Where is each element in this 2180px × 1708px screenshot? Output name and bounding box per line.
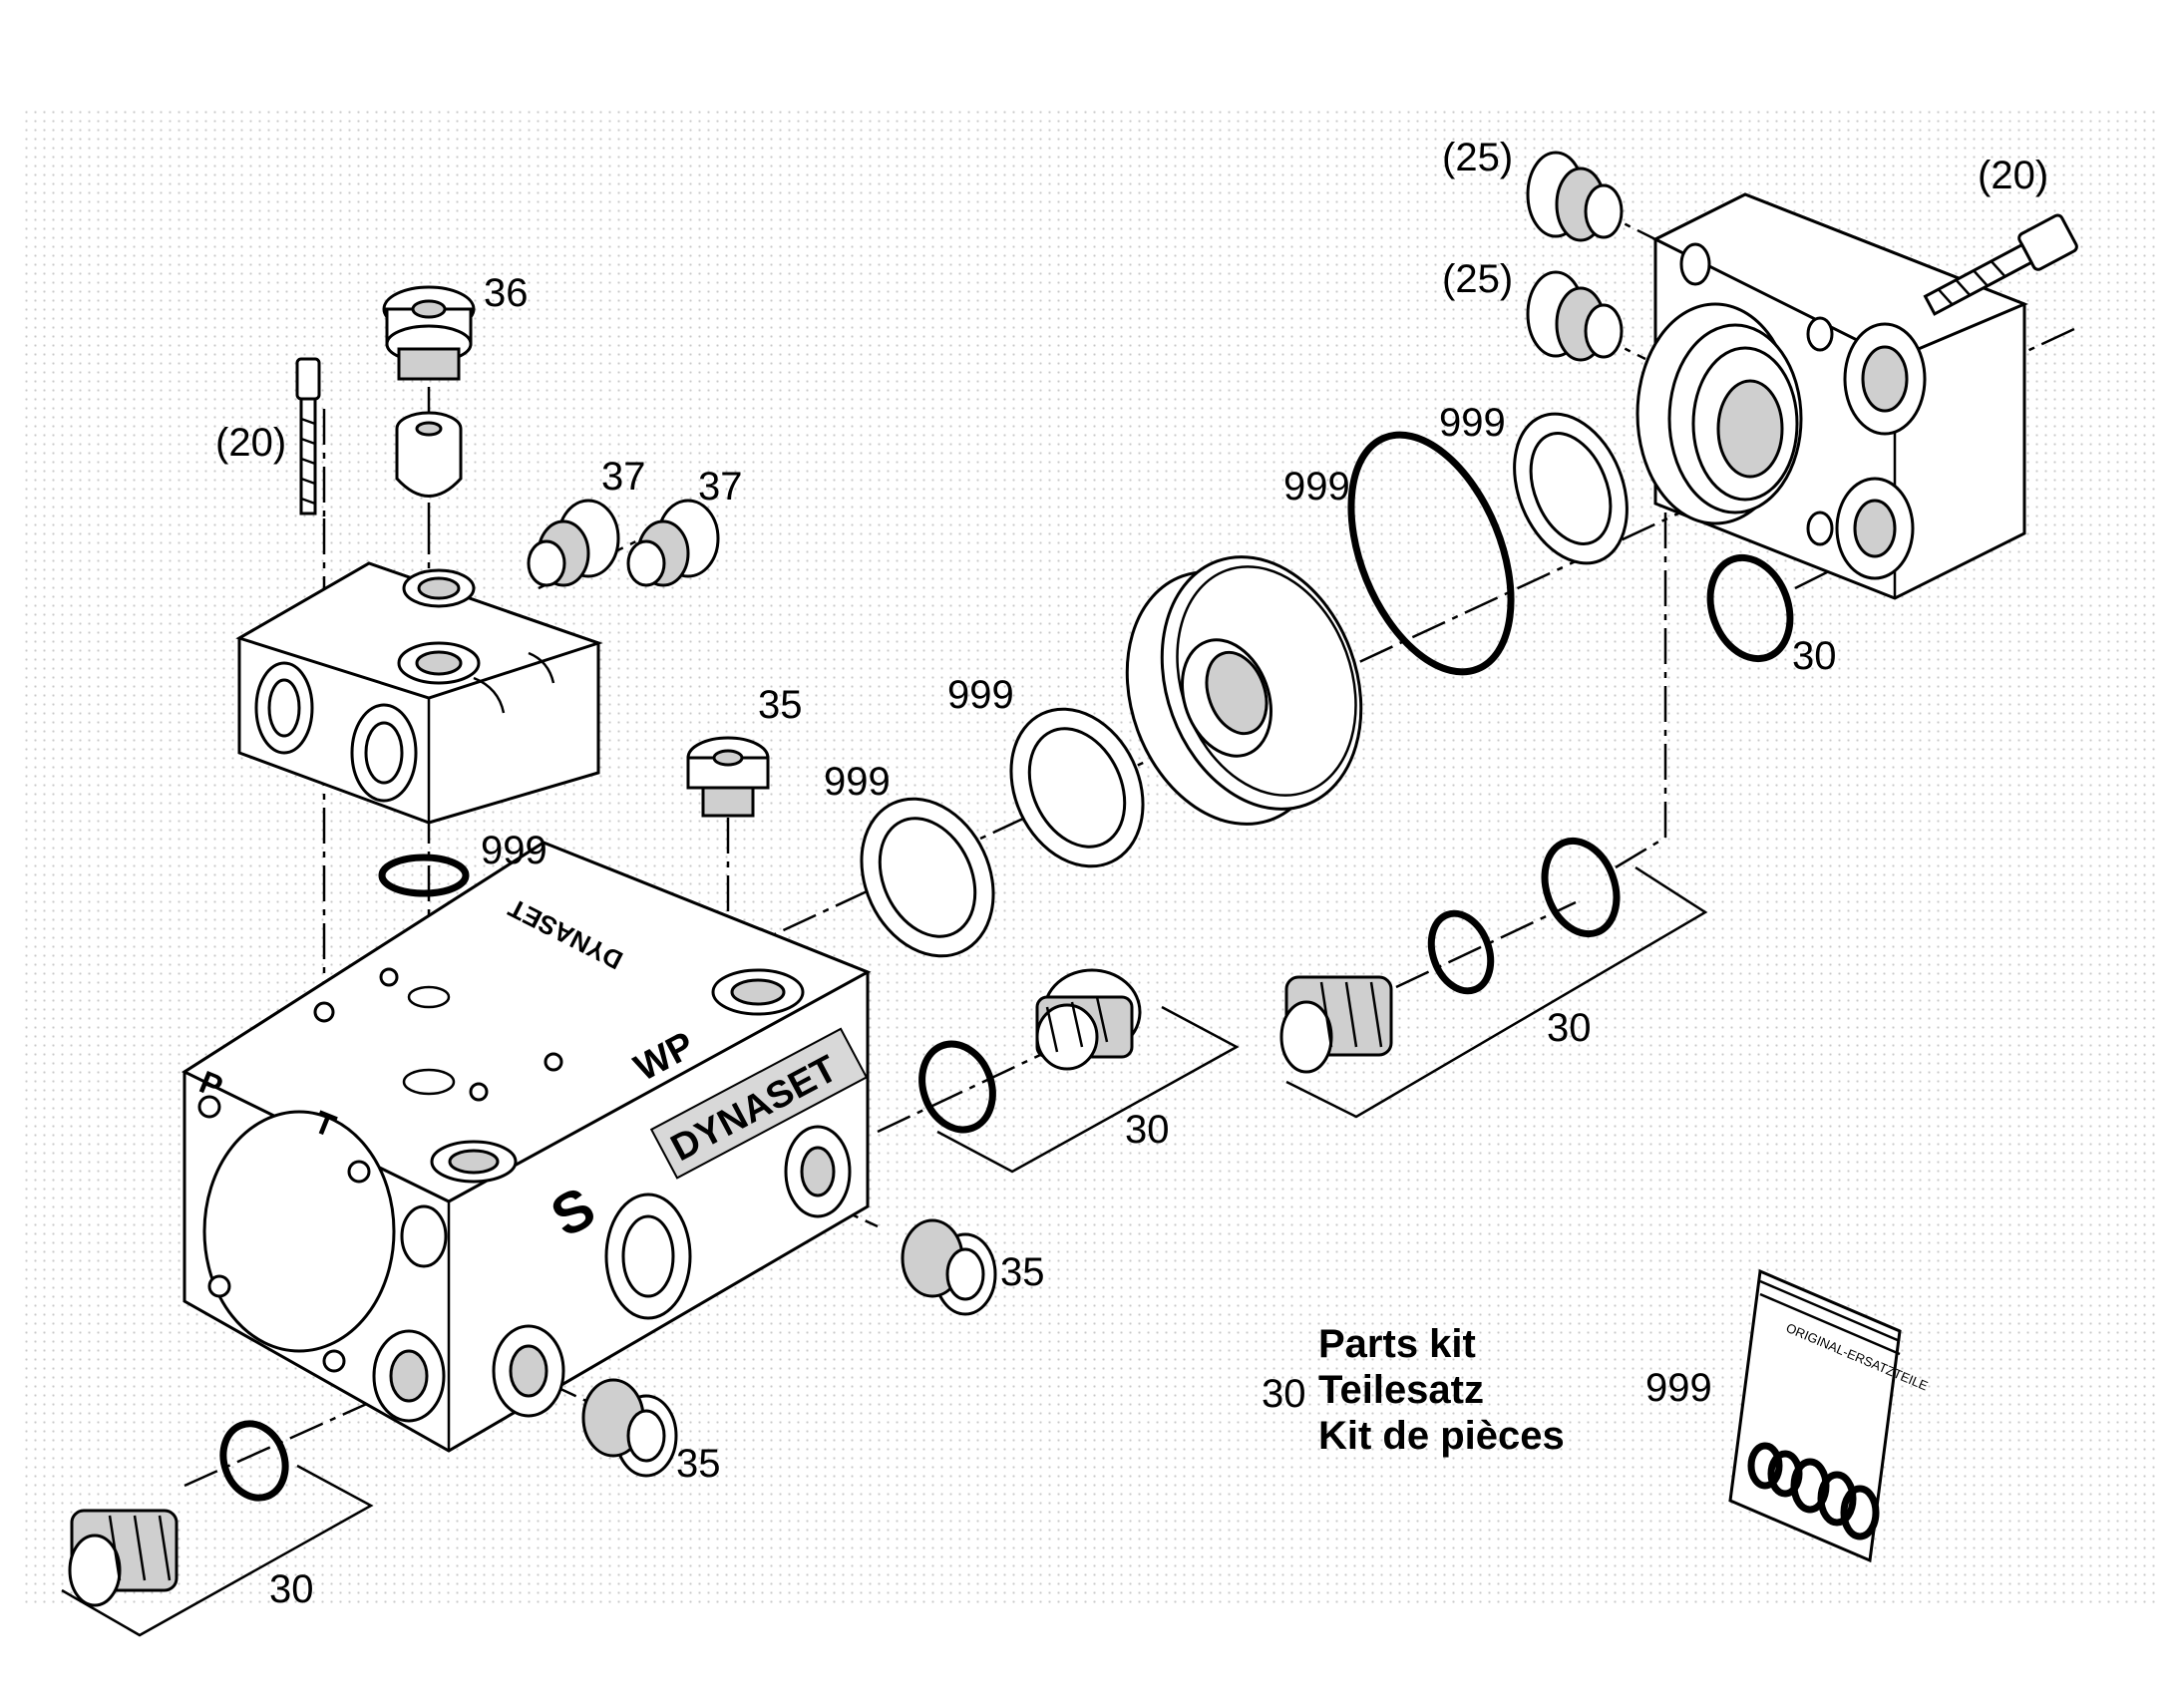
plug-35-bottom [581, 1378, 678, 1478]
kit-30-bottom-left [61, 1420, 374, 1637]
callout-999-small: 999 [481, 829, 547, 872]
callout-35-top: 35 [758, 683, 803, 727]
callout-25-a: (25) [1442, 136, 1514, 179]
piston-disc [1125, 555, 1363, 826]
plug-37-a [527, 499, 620, 587]
legend-line-english: Parts kit [1318, 1322, 1476, 1366]
parts-kit-bag: ORIGINAL-ERSATZTEILE [1728, 1268, 1931, 1563]
end-cover-block [1635, 192, 2028, 600]
legend-line-german: Teilesatz [1318, 1368, 1484, 1412]
legend-number: 30 [1262, 1372, 1306, 1416]
callout-30-mid: 30 [1125, 1108, 1170, 1152]
check-valve-mid [1035, 968, 1142, 1071]
callout-20-left: (20) [215, 421, 287, 465]
callout-30-mid-right: 30 [1547, 1006, 1592, 1050]
callout-37-a: 37 [601, 455, 646, 499]
oring-30-right [1706, 553, 1794, 663]
check-valve-bottom-left [68, 1509, 179, 1607]
callout-999-b: 999 [947, 673, 1014, 717]
legend-line-french: Kit de pièces [1318, 1414, 1565, 1458]
callout-999-d: 999 [1439, 401, 1506, 445]
plug-25-a [1526, 151, 1624, 242]
plug-25-b [1526, 270, 1624, 362]
insert-36 [395, 411, 463, 498]
callout-999-c: 999 [1283, 465, 1350, 509]
callout-37-b: 37 [698, 465, 743, 509]
legend-parts-kit: Parts kit Teilesatz Kit de pièces [1318, 1321, 1565, 1459]
callout-36: 36 [484, 271, 529, 315]
callout-30-right: 30 [1792, 634, 1837, 678]
plug-35-top [686, 736, 770, 818]
screw-20-left [295, 357, 321, 515]
callout-20-right: (20) [1978, 154, 2049, 197]
callout-999-a: 999 [824, 760, 891, 804]
callout-25-b: (25) [1442, 257, 1514, 301]
callout-35-bottom: 35 [676, 1442, 721, 1486]
seal-ring-999-b [1009, 707, 1145, 868]
callout-35-right: 35 [1000, 1250, 1045, 1294]
screw-20-right [1923, 213, 2078, 316]
seal-ring-999-c [1513, 412, 1629, 565]
callout-999-bag: 999 [1645, 1366, 1712, 1410]
main-manifold-block: DYNASET P T WP S DYNASET [181, 841, 872, 1453]
plug-35-right [901, 1218, 997, 1316]
callout-30-bottom-left: 30 [269, 1567, 314, 1611]
oring-999-large [1347, 431, 1515, 676]
kit-30-mid-right [1279, 837, 1708, 1119]
upper-valve-block [235, 561, 603, 825]
oring-999-small [378, 854, 470, 897]
kit-30-mid [918, 968, 1240, 1174]
seal-ring-999-a [860, 797, 995, 958]
plug-36 [382, 285, 476, 381]
plug-37-b [626, 499, 720, 587]
check-valve-mid-right [1279, 975, 1393, 1074]
